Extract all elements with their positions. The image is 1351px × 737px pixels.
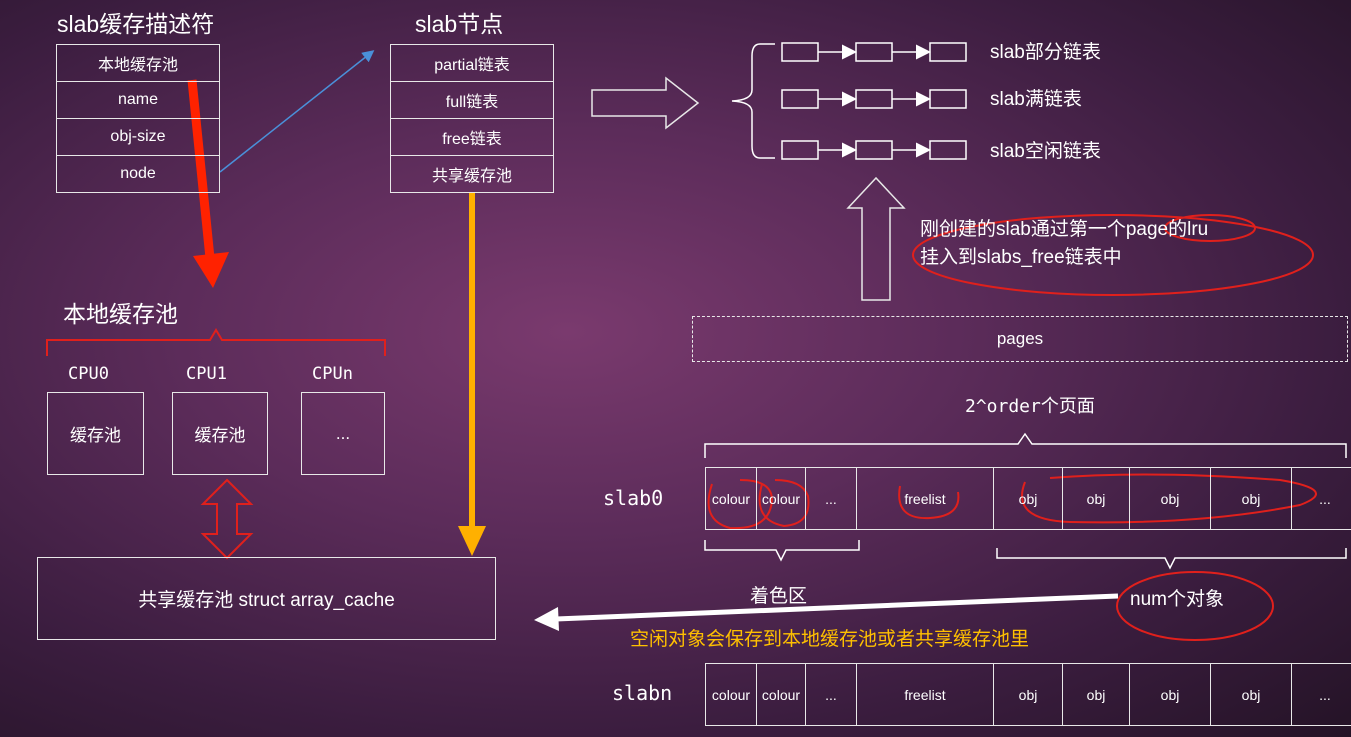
cpu0-label: CPU0 [68,364,109,384]
cpu1-cache-box: 缓存池 [172,392,268,475]
slab0-cell-freelist: freelist [856,467,994,530]
local-pool-brace [46,328,386,356]
list-label-full: slab满链表 [990,89,1082,110]
slab0-cell-obj: obj [1062,467,1130,530]
slabn-cell-ellipsis: ... [1291,663,1351,726]
node-link-line [219,50,375,173]
slabn-cell-obj: obj [1210,663,1292,726]
slab0-label: slab0 [603,486,664,510]
cpun-label: CPUn [312,364,353,384]
pages-box: pages [692,316,1348,362]
slab0-cell-obj: obj [993,467,1063,530]
slab0-cell-obj: obj [1210,467,1292,530]
slabn-cell-ellipsis: ... [805,663,857,726]
red-arrow [187,79,229,288]
slabn-label: slabn [612,681,673,705]
node-title: slab节点 [415,11,504,37]
note-line1: 刚创建的slab通过第一个page的lru [920,219,1209,240]
orange-arrow [458,193,486,556]
num-objects-label: num个对象 [1130,589,1224,610]
list-node-box [781,140,819,160]
hollow-right-arrow [591,76,700,130]
descriptor-field-node: node [56,155,220,193]
slab0-cell-ellipsis: ... [1291,467,1351,530]
slab0-cell-ellipsis: ... [805,467,857,530]
list-label-free: slab空闲链表 [990,141,1101,162]
list-node-box [855,89,893,109]
shared-pool-box: 共享缓存池 struct array_cache [37,557,496,640]
colour-brace [704,540,860,562]
slab0-cell-obj: obj [1129,467,1211,530]
order-label: 2^order个页面 [965,396,1095,417]
colour-area-label: 着色区 [750,586,808,607]
slabn-cell-colour: colour [756,663,806,726]
double-arrow [200,478,254,560]
list-node-box [929,42,967,62]
slab0-cell-colour: colour [756,467,806,530]
list-node-box [929,89,967,109]
list-node-box [855,42,893,62]
local-pool-title: 本地缓存池 [63,301,178,327]
cpu1-label: CPU1 [186,364,227,384]
note-line2: 挂入到slabs_free链表中 [920,247,1122,268]
list-node-box [855,140,893,160]
lists-brace [731,43,775,159]
slab0-cell-colour: colour [705,467,757,530]
order-brace [704,432,1347,458]
objects-brace [996,548,1347,570]
node-field-shared-pool: 共享缓存池 [390,155,554,193]
annotation-circles [707,214,1317,641]
slabn-cell-obj: obj [1062,663,1130,726]
list-label-partial: slab部分链表 [990,42,1101,63]
slabn-cell-obj: obj [1129,663,1211,726]
list-node-box [929,140,967,160]
hollow-up-arrow [846,176,906,301]
slabn-cell-freelist: freelist [856,663,994,726]
descriptor-title: slab缓存描述符 [57,11,215,37]
white-return-arrow [534,593,1119,631]
slabn-cell-obj: obj [993,663,1063,726]
list-node-box [781,89,819,109]
free-objects-note: 空闲对象会保存到本地缓存池或者共享缓存池里 [630,629,1030,650]
slabn-cell-colour: colour [705,663,757,726]
list-node-box [781,42,819,62]
cpu0-cache-box: 缓存池 [47,392,144,475]
cpun-cache-box: ... [301,392,385,475]
